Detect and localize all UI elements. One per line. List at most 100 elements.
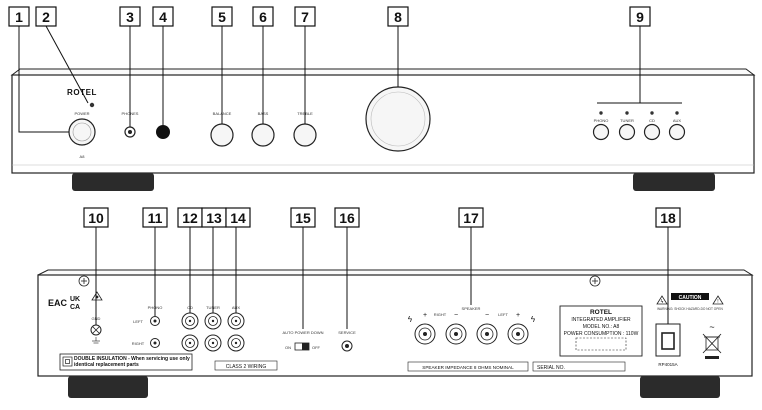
- volume-knob[interactable]: [365, 86, 431, 152]
- svg-text:9: 9: [636, 9, 644, 25]
- rating-power: POWER CONSUMPTION : 110W: [564, 331, 639, 337]
- uk-mark: UK: [70, 296, 80, 303]
- impedance-label: SPEAKER IMPEDANCE 8 OHMS NOMINAL: [422, 365, 514, 370]
- rear-leader-lines: [95, 227, 669, 329]
- callout-5: 5: [211, 6, 233, 27]
- rating-brand: ROTEL: [590, 309, 612, 316]
- double-insulation-icon: [62, 356, 73, 367]
- cd-label: CD: [649, 118, 655, 123]
- tuner-button[interactable]: [618, 123, 636, 141]
- callout-1: 1: [8, 6, 30, 27]
- rating-model: MODEL NO.: A8: [583, 324, 620, 330]
- auto-power-switch[interactable]: [294, 342, 310, 351]
- front-leader-lines: [18, 25, 682, 133]
- svg-text:16: 16: [339, 210, 355, 226]
- right-minus-icon: −: [454, 312, 458, 319]
- callout-15: 15: [290, 207, 316, 228]
- tuner-led: [625, 111, 629, 115]
- callout-4: 4: [152, 6, 174, 27]
- tuner-label: TUNER: [620, 118, 634, 123]
- serial-box: [532, 361, 626, 372]
- svg-text:3: 3: [126, 9, 134, 25]
- eac-mark: EAC: [48, 298, 68, 308]
- svg-text:13: 13: [206, 210, 222, 226]
- svg-text:5: 5: [218, 9, 226, 25]
- power-label: POWER: [74, 111, 89, 116]
- front-foot-right: [633, 173, 715, 191]
- speaker-left-negative-terminal[interactable]: [476, 323, 498, 345]
- left-plus-icon: +: [516, 312, 520, 319]
- class2-box: [214, 360, 278, 371]
- cd-right-jack[interactable]: [181, 334, 199, 352]
- svg-text:12: 12: [182, 210, 198, 226]
- auto-power-label: AUTO POWER DOWN: [282, 330, 323, 335]
- balance-knob[interactable]: [210, 123, 234, 147]
- svg-text:8: 8: [394, 9, 402, 25]
- speaker-right-label: RIGHT: [434, 312, 447, 317]
- ca-mark: CA: [70, 304, 80, 311]
- right-plus-icon: +: [423, 312, 427, 319]
- bass-knob[interactable]: [251, 123, 275, 147]
- left-channel-label: LEFT: [133, 319, 143, 324]
- callout-17: 17: [458, 207, 484, 228]
- callout-3: 3: [119, 6, 141, 27]
- ground-terminal[interactable]: [90, 324, 102, 336]
- callout-2: 2: [35, 6, 57, 27]
- aux-button[interactable]: [668, 123, 686, 141]
- phono-left-jack[interactable]: [150, 316, 160, 326]
- svg-text:11: 11: [148, 210, 163, 226]
- front-panel-top: [10, 68, 756, 76]
- ac-power-inlet[interactable]: [655, 323, 681, 357]
- exclamation-triangle-icon: !: [712, 295, 724, 305]
- aux-left-jack[interactable]: [227, 312, 245, 330]
- caution-label: CAUTION: [679, 295, 702, 301]
- rear-panel-top: [37, 269, 754, 276]
- callout-6: 6: [252, 6, 274, 27]
- svg-text:1: 1: [15, 9, 23, 25]
- chassis-screw-left: [78, 275, 90, 287]
- auto-power-on-label: ON: [285, 345, 291, 350]
- serial-label: SERIAL NO.: [537, 365, 565, 371]
- auto-power-off-label: OFF: [312, 345, 321, 350]
- left-minus-icon: −: [485, 312, 489, 319]
- svg-text:14: 14: [230, 210, 246, 226]
- svg-text:17: 17: [463, 210, 479, 226]
- shock-icon-right: ϟ: [531, 315, 536, 324]
- warning-triangle-icon: ϟ: [656, 295, 668, 305]
- weee-bin-icon: [702, 333, 722, 359]
- callout-8: 8: [387, 6, 409, 27]
- callout-16: 16: [334, 207, 360, 228]
- callout-7: 7: [294, 6, 316, 27]
- svg-text:ϟ: ϟ: [661, 299, 664, 305]
- speaker-left-positive-terminal[interactable]: [507, 323, 529, 345]
- service-port[interactable]: [341, 340, 353, 352]
- aux-right-jack[interactable]: [227, 334, 245, 352]
- speaker-right-negative-terminal[interactable]: [445, 323, 467, 345]
- ac-symbol: ~: [709, 322, 714, 332]
- svg-text:6: 6: [259, 9, 267, 25]
- callout-12: 12: [177, 207, 203, 228]
- cd-button[interactable]: [643, 123, 661, 141]
- double-insulation-text: DOUBLE INSULATION - When servicing use o…: [74, 356, 190, 368]
- phono-button[interactable]: [592, 123, 610, 141]
- svg-text:2: 2: [42, 9, 50, 25]
- phono-led: [599, 111, 603, 115]
- tuner-right-jack[interactable]: [204, 334, 222, 352]
- cd-left-jack[interactable]: [181, 312, 199, 330]
- phones-jack[interactable]: [124, 126, 136, 138]
- speaker-left-label: LEFT: [498, 312, 508, 317]
- power-button[interactable]: [68, 118, 96, 146]
- callout-10: 10: [83, 207, 109, 228]
- svg-text:4: 4: [159, 9, 167, 25]
- phono-right-jack[interactable]: [150, 338, 160, 348]
- ground-symbol-icon: [92, 337, 100, 344]
- warning-text: WARNING: SHOCK HAZARD-DO NOT OPEN: [657, 307, 723, 311]
- double-insulation-box: [59, 353, 193, 371]
- speaker-label: SPEAKER: [462, 306, 481, 311]
- treble-knob[interactable]: [293, 123, 317, 147]
- model-label: A8: [80, 154, 86, 159]
- caution-box: [671, 293, 709, 300]
- speaker-right-positive-terminal[interactable]: [414, 323, 436, 345]
- tuner-left-jack[interactable]: [204, 312, 222, 330]
